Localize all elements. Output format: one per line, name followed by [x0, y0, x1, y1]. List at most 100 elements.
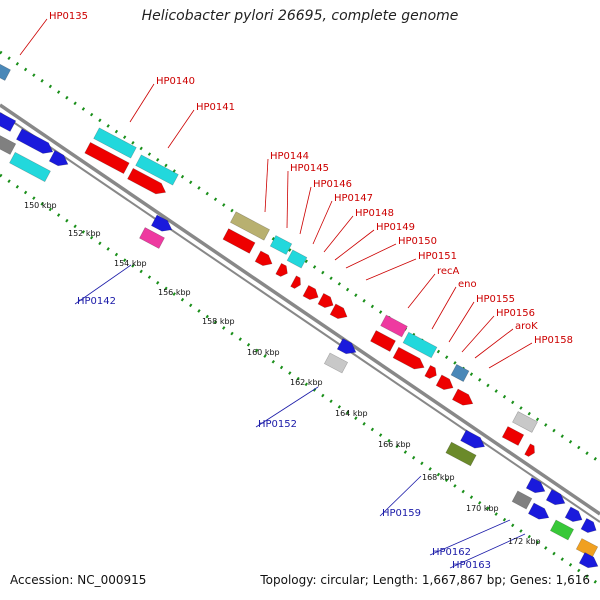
gene-block	[445, 441, 477, 467]
gene-block	[290, 275, 301, 289]
gene-label: eno	[458, 279, 477, 290]
gene-labels: HP0135HP0140HP0141HP0144HP0145HP0146HP01…	[49, 11, 573, 571]
gene-label: HP0141	[196, 102, 235, 113]
gene-block	[460, 429, 486, 449]
position-tick-label: 166 kbp	[378, 440, 411, 449]
accession-info: Accession: NC_000915	[10, 573, 146, 587]
gene-label: HP0162	[432, 547, 471, 558]
gene-block	[527, 502, 550, 520]
label-leader	[323, 215, 354, 253]
label-leader	[19, 18, 48, 56]
gene-block	[512, 411, 538, 433]
map-title: Helicobacter pylori 26695, complete geno…	[141, 8, 459, 24]
gene-block	[302, 285, 319, 300]
gene-block	[0, 135, 17, 155]
gene-block	[286, 249, 308, 269]
label-leader	[312, 200, 333, 245]
forward-strand-track	[0, 50, 600, 464]
gene-label: HP0149	[376, 222, 415, 233]
label-leader	[345, 243, 397, 269]
gene-label: HP0146	[313, 179, 352, 190]
label-leader	[429, 519, 511, 556]
gene-label: HP0150	[398, 236, 437, 247]
gene-block	[329, 303, 348, 319]
gene-block	[578, 552, 599, 569]
gene-label: HP0151	[418, 251, 457, 262]
gene-label: HP0145	[290, 163, 329, 174]
label-leader	[365, 258, 417, 281]
label-leader	[129, 83, 155, 123]
gene-label: HP0155	[476, 294, 515, 305]
position-tick-label: 154 kbp	[114, 259, 147, 268]
gene-label: HP0152	[258, 419, 297, 430]
position-tick-label: 158 kbp	[202, 317, 235, 326]
gene-label: HP0163	[452, 560, 491, 571]
gene-label: HP0142	[77, 296, 116, 307]
gene-label: recA	[437, 266, 460, 277]
gene-block	[450, 364, 470, 382]
gene-block	[93, 127, 137, 159]
label-leader	[334, 229, 375, 261]
gene-block	[9, 151, 51, 183]
gene-block	[230, 211, 270, 241]
genome-tracks	[0, 50, 600, 587]
label-leader	[299, 186, 312, 235]
gene-block	[336, 338, 357, 355]
label-leader-lines	[19, 18, 533, 569]
gene-label: HP0140	[156, 76, 195, 87]
gene-block	[511, 490, 533, 510]
position-tick-label: 150 kbp	[24, 201, 57, 210]
gene-block	[501, 426, 525, 446]
gene-label: HP0147	[334, 193, 373, 204]
gene-block	[275, 262, 288, 277]
gene-block	[0, 59, 11, 81]
label-leader	[167, 109, 195, 149]
label-leader	[449, 533, 526, 569]
gene-block	[269, 235, 293, 255]
label-leader	[286, 170, 289, 229]
gene-blocks	[0, 59, 599, 569]
gene-block	[317, 293, 334, 308]
gene-label: HP0144	[270, 151, 309, 162]
gene-block	[424, 364, 437, 379]
topology-info: Topology: circular; Length: 1,667,867 bp…	[260, 573, 590, 587]
gene-label: HP0159	[382, 508, 421, 519]
position-tick-label: 156 kbp	[158, 288, 191, 297]
gene-block	[380, 314, 408, 338]
gene-block	[222, 228, 256, 254]
label-leader	[461, 315, 495, 353]
label-leader	[407, 273, 436, 309]
accession-label: Accession:	[10, 573, 74, 587]
label-leader	[474, 328, 514, 359]
gene-block	[580, 518, 597, 533]
label-leader	[431, 286, 457, 330]
position-tick-label: 170 kbp	[466, 504, 499, 513]
gene-block	[435, 374, 454, 390]
gene-block	[84, 141, 130, 175]
gene-label: HP0158	[534, 335, 573, 346]
gene-label: HP0148	[355, 208, 394, 219]
gene-block	[392, 346, 425, 370]
gene-block	[127, 167, 167, 195]
gene-block	[0, 112, 17, 132]
gene-block	[564, 506, 583, 522]
gene-label: aroK	[515, 321, 538, 332]
gene-block	[370, 330, 396, 352]
gene-block	[545, 489, 566, 506]
label-leader	[488, 342, 533, 369]
gene-block	[549, 519, 575, 541]
gene-block	[525, 477, 546, 494]
gene-block	[16, 128, 54, 154]
gene-block	[254, 250, 273, 266]
gene-block	[135, 154, 179, 186]
gene-block	[150, 214, 173, 232]
backbone-line-inner	[0, 112, 600, 523]
position-tick-label: 152 kbp	[68, 229, 101, 238]
label-leader	[448, 301, 475, 343]
position-tick-label: 160 kbp	[247, 348, 280, 357]
accession-value: NC_000915	[77, 573, 147, 587]
gene-block	[451, 388, 474, 406]
label-leader	[255, 386, 319, 428]
gene-block	[402, 331, 438, 359]
